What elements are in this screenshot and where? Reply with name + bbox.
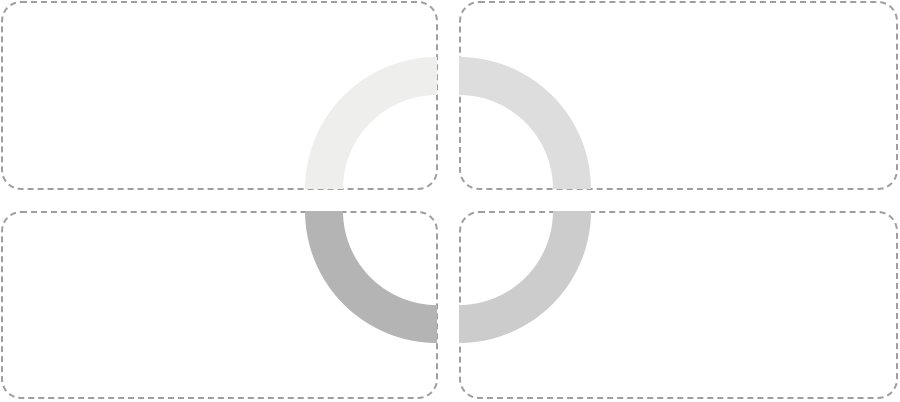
panel-bottom-left [1, 211, 438, 399]
panel-top-right [459, 1, 898, 190]
panel-bottom-right [459, 211, 898, 399]
panel-top-left [1, 1, 438, 190]
